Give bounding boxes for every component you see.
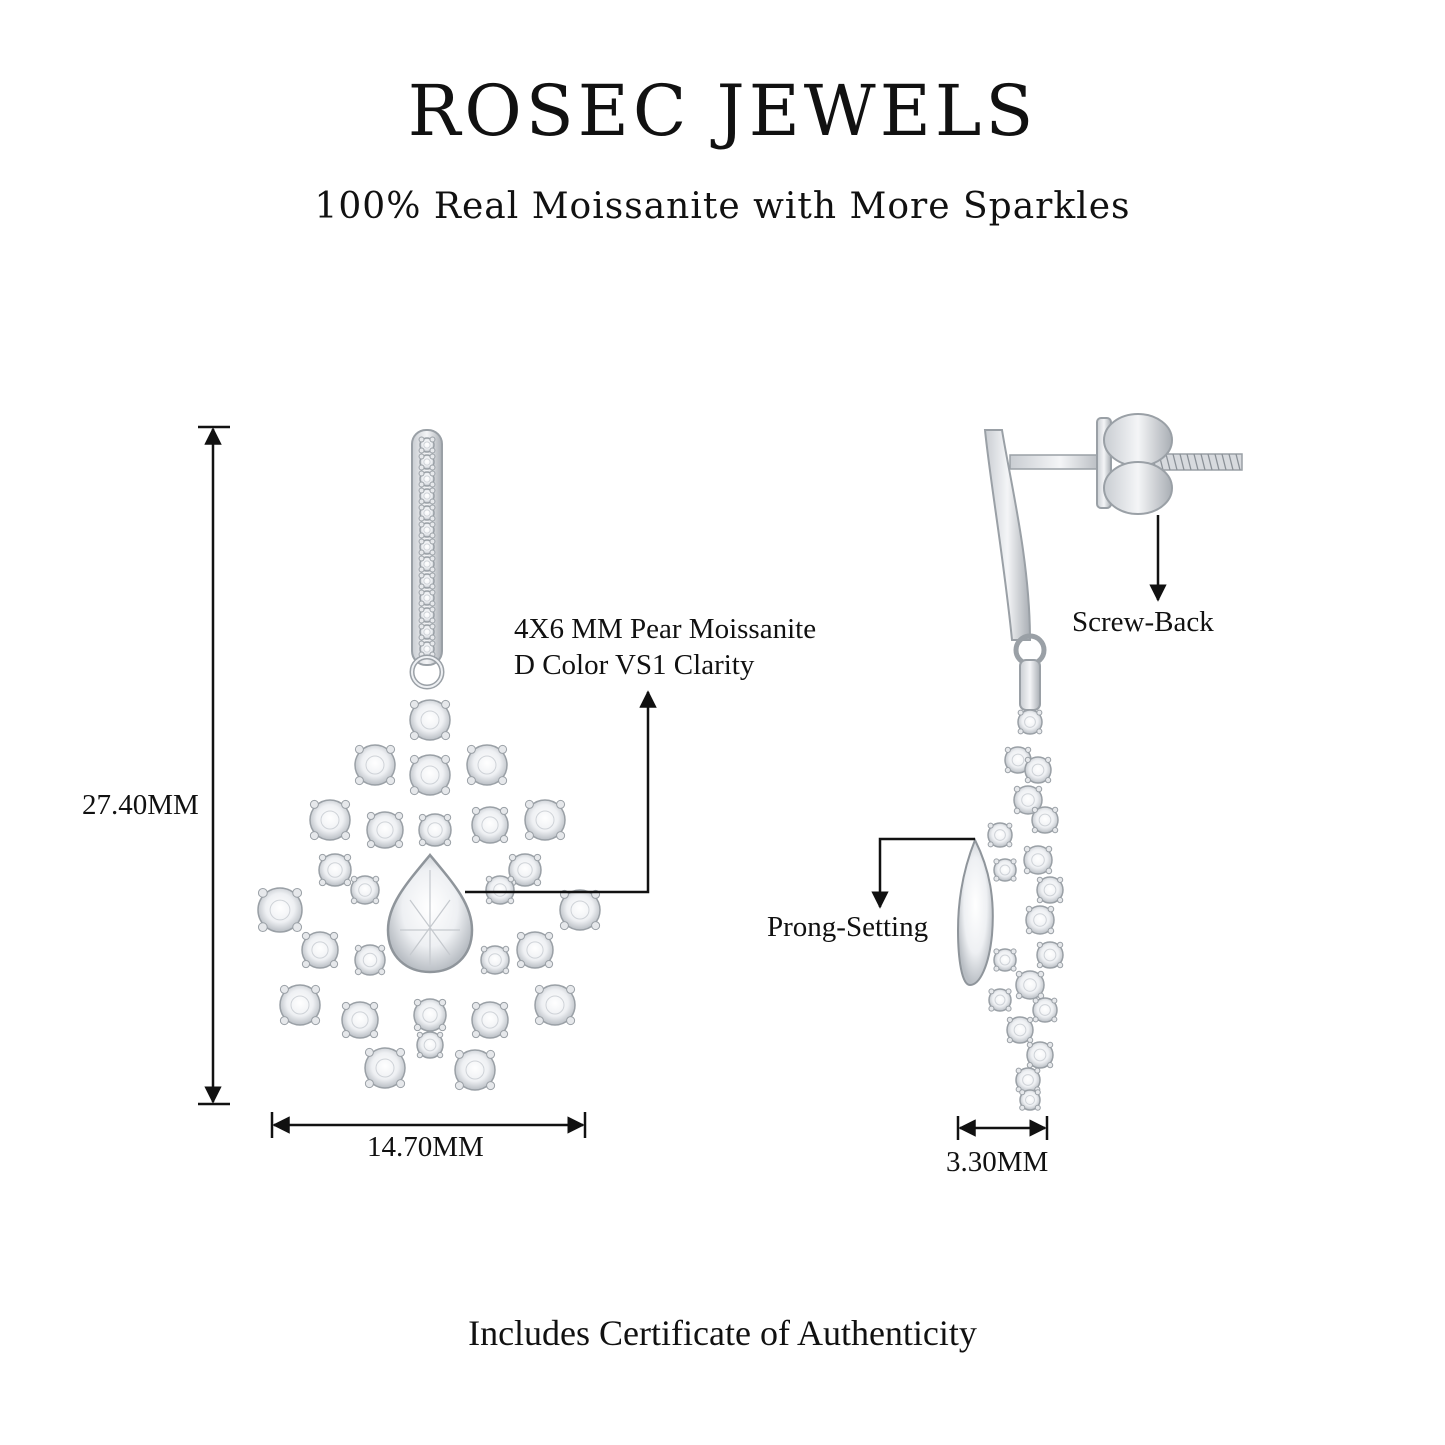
- round-stone: [1023, 845, 1053, 875]
- round-stone: [454, 1049, 496, 1091]
- round-stone: [480, 945, 510, 975]
- round-stone: [524, 799, 566, 841]
- round-stone: [516, 931, 554, 969]
- round-stone: [534, 984, 576, 1026]
- round-stone: [318, 853, 352, 887]
- round-stone: [366, 811, 404, 849]
- round-stone: [409, 754, 451, 796]
- prong-setting-label: Prong-Setting: [767, 911, 929, 943]
- tagline: 100% Real Moissanite with More Sparkles: [314, 186, 1131, 227]
- round-stone: [1024, 756, 1052, 784]
- round-stone: [1017, 709, 1043, 735]
- height-dimension: [198, 425, 230, 1106]
- round-stone: [418, 640, 436, 658]
- side-pear-stone: [956, 837, 994, 987]
- prong-setting-leader: [871, 837, 975, 909]
- round-stone: [987, 822, 1013, 848]
- round-stone: [418, 521, 436, 539]
- stone-leader-line: [465, 690, 657, 894]
- round-stone: [341, 1001, 379, 1039]
- round-stone: [301, 931, 339, 969]
- height-label: 27.40MM: [82, 789, 199, 821]
- round-stone: [309, 799, 351, 841]
- round-stone: [418, 606, 436, 624]
- width-dimension: [270, 1112, 587, 1138]
- round-stone: [1015, 1067, 1041, 1093]
- round-stone: [988, 988, 1012, 1012]
- round-stone: [418, 470, 436, 488]
- round-stone: [471, 1001, 509, 1039]
- round-stone: [471, 806, 509, 844]
- round-stone: [418, 555, 436, 573]
- round-stone: [418, 589, 436, 607]
- round-stone: [418, 436, 436, 454]
- stone-spec-line2: D Color VS1 Clarity: [514, 649, 755, 681]
- round-stone: [354, 744, 396, 786]
- round-stone: [1036, 876, 1064, 904]
- round-stone: [1032, 997, 1058, 1023]
- round-stone: [418, 487, 436, 505]
- front-earring: [257, 429, 601, 1091]
- round-stone: [364, 1047, 406, 1089]
- side-bar: [983, 429, 1032, 641]
- round-stone: [418, 623, 436, 641]
- side-earring: [956, 413, 1243, 1111]
- round-stone: [485, 875, 515, 905]
- round-stone: [409, 699, 451, 741]
- stone-spec-line1: 4X6 MM Pear Moissanite: [514, 613, 817, 645]
- round-stone: [1019, 1089, 1041, 1111]
- stone-cluster: [257, 699, 601, 1091]
- round-stone: [1026, 1041, 1054, 1069]
- round-stone: [418, 504, 436, 522]
- round-stone: [257, 887, 303, 933]
- round-stone: [993, 948, 1017, 972]
- round-stone: [466, 744, 508, 786]
- brand-title: ROSEC JEWELS: [407, 70, 1038, 152]
- round-stone: [279, 984, 321, 1026]
- round-stone: [418, 572, 436, 590]
- round-stone: [418, 453, 436, 471]
- round-stone: [1031, 806, 1059, 834]
- round-stone: [418, 813, 452, 847]
- depth-label: 3.30MM: [946, 1146, 1049, 1178]
- bar-stones: [418, 436, 436, 658]
- round-stone: [413, 998, 447, 1032]
- round-stone: [350, 875, 380, 905]
- side-cluster: [987, 709, 1064, 1111]
- round-stone: [508, 853, 542, 887]
- depth-dimension: [956, 1116, 1049, 1140]
- round-stone: [416, 1031, 444, 1059]
- round-stone: [559, 889, 601, 931]
- post: [1009, 454, 1111, 470]
- round-stone: [1006, 1016, 1034, 1044]
- width-label: 14.70MM: [367, 1131, 484, 1163]
- round-stone: [354, 944, 386, 976]
- certificate-note: Includes Certificate of Authenticity: [468, 1313, 977, 1353]
- round-stone: [993, 858, 1017, 882]
- screw-back-label: Screw-Back: [1072, 606, 1214, 638]
- round-stone: [418, 538, 436, 556]
- round-stone: [1004, 746, 1032, 774]
- round-stone: [1036, 941, 1064, 969]
- round-stone: [1015, 970, 1045, 1000]
- round-stone: [1025, 905, 1055, 935]
